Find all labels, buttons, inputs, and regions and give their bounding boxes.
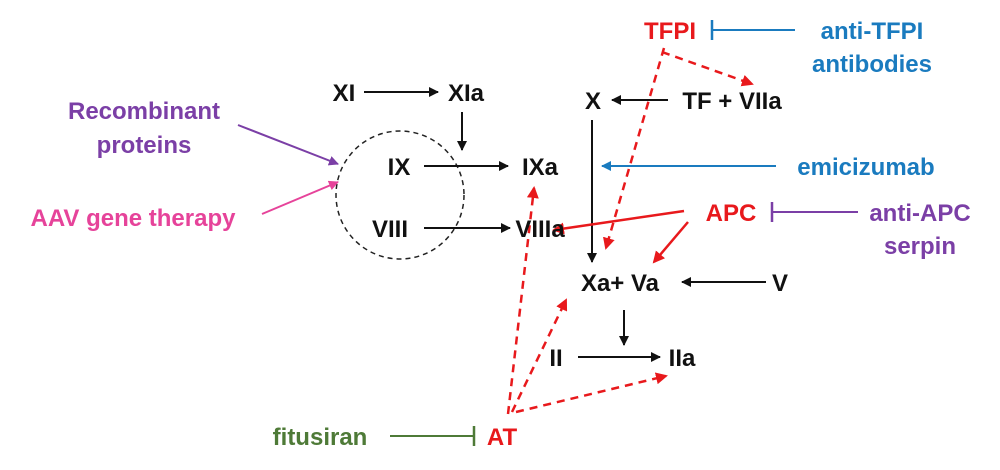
factor-ixa: IXa [522,154,559,181]
therapy-anti-apc: anti-APC [869,200,970,227]
therapy-anti-tfpi-line2: antibodies [812,51,932,78]
therapy-anti-tfpi: anti-TFPI [821,18,924,45]
dashed-tfpi-tf [661,50,754,87]
therapy-fitusiran: fitusiran [273,424,368,451]
therapy-emicizumab: emicizumab [797,154,934,181]
inhibitor-tfpi: TFPI [644,18,696,45]
dashed-tfpi-down [603,47,666,250]
therapy-anti-apc-line2: serpin [884,233,956,260]
factor-ix: IX [388,154,411,181]
dashed-at-ixa [506,186,539,415]
therapy-aav: AAV gene therapy [31,205,237,232]
dashed-at-xa [510,298,568,413]
arrow-aav [261,180,339,215]
dashed-at-iia [515,372,668,414]
inhibitor-apc: APC [706,200,757,227]
factor-v: V [772,270,788,297]
factor-circle [335,130,465,260]
inhibitor-at: AT [487,424,518,451]
factor-viiia: VIIIa [515,216,565,243]
arrow-apc-va [652,221,689,264]
factor-xa-va: Xa+ Va [581,270,660,297]
arrow-recombinant [237,124,339,166]
therapy-recombinant-line2: proteins [97,132,192,159]
arrow-apc-viiia [552,209,685,235]
factor-viii: VIII [372,216,408,243]
factor-iia: IIa [669,345,696,372]
therapy-recombinant: Recombinant [68,98,220,125]
factor-xi: XI [333,80,356,107]
factor-xia: XIa [448,80,485,107]
factor-ii: II [549,345,562,372]
factor-tf-viia: TF + VIIa [682,88,782,115]
factor-x: X [585,88,601,115]
